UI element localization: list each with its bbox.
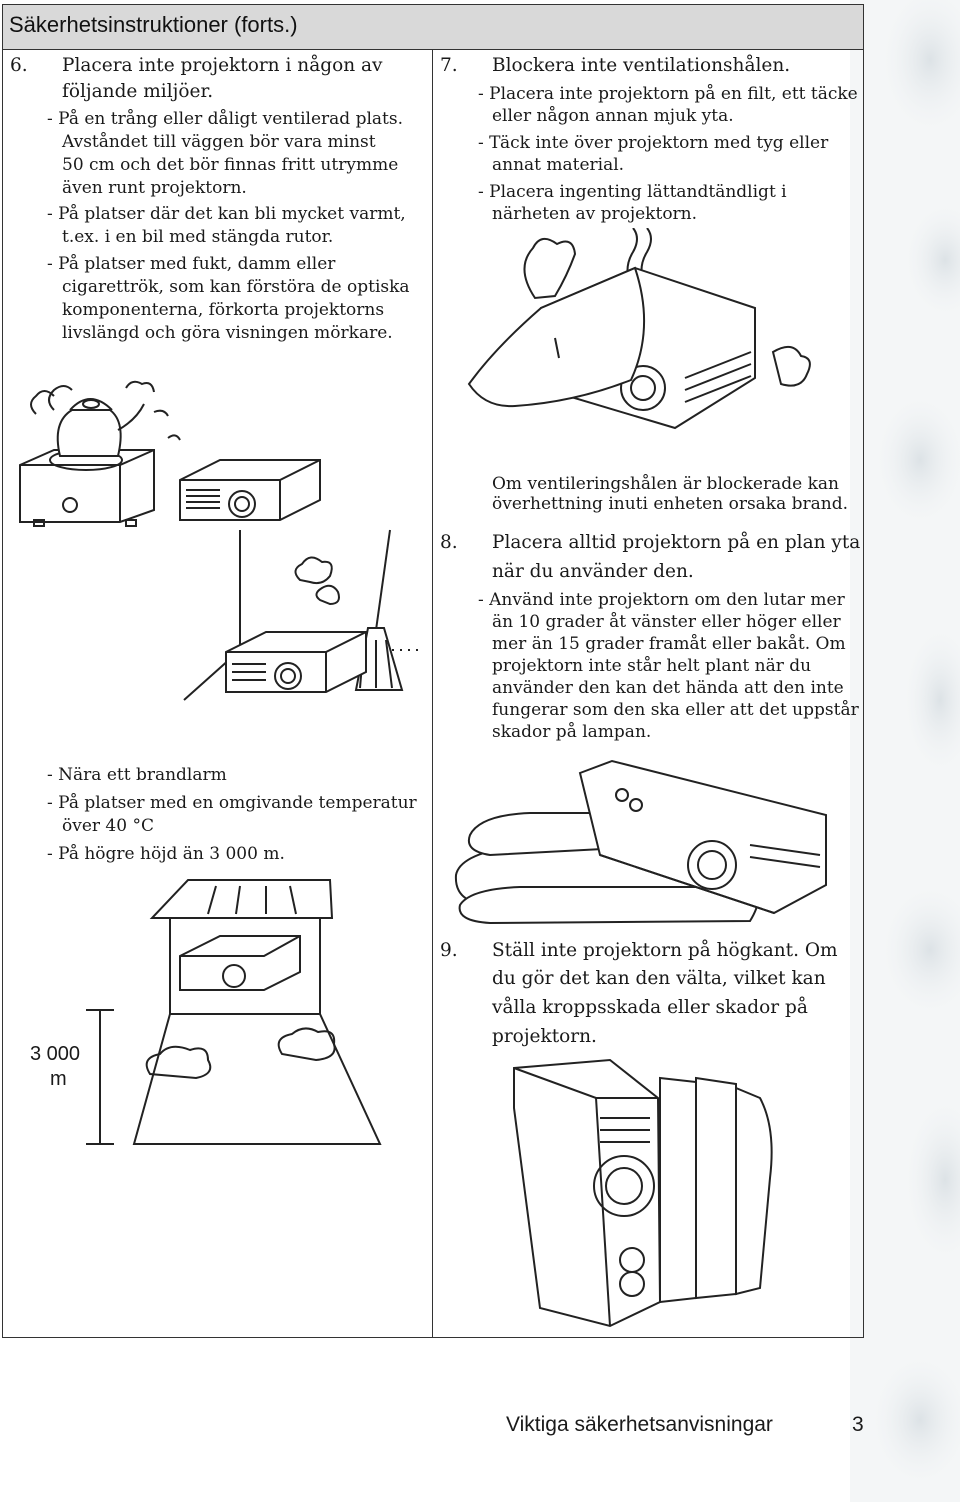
tilted-projector-illustration: [454, 759, 827, 925]
stove-icon: [19, 449, 155, 527]
high-altitude-illustration: [86, 879, 382, 1145]
item-8-bullet-line7: skador på lampan.: [492, 722, 652, 742]
cloud-icon: [145, 1027, 336, 1080]
background-texture: [850, 0, 960, 1502]
vertical-projector-illustration: [513, 1058, 773, 1328]
item-6-bullet6: - På högre höjd än 3 000 m.: [47, 844, 285, 864]
page-number: 3: [852, 1413, 864, 1436]
item-9-line4: projektorn.: [492, 1026, 597, 1047]
kettle-icon: [48, 380, 155, 457]
item-9-number: 9.: [440, 940, 458, 961]
column-divider: [432, 49, 433, 1338]
steam-icon: [30, 390, 181, 441]
hand-icon: [523, 237, 811, 387]
section-title: Säkerhetsinstruktioner (forts.): [9, 12, 298, 37]
item-9-line3: vålla kroppsskada eller skador på: [492, 997, 808, 1018]
item-6-bullet2-line2: t.ex. i en bil med stängda rutor.: [62, 227, 334, 247]
item-6-bullet5-line2: över 40 °C: [62, 816, 154, 836]
item-6-bullet3-line1: - På platser med fukt, damm eller: [47, 254, 336, 274]
item-7-note-line1: Om ventileringshålen är blockerade kan: [492, 474, 839, 494]
roof-icon: [149, 879, 334, 919]
item-6-bullet1-line1: - På en trång eller dåligt ventilerad pl…: [47, 109, 403, 129]
item-6-bullet4: - Nära ett brandlarm: [47, 765, 227, 785]
item-9-line1: Ställ inte projektorn på högkant. Om: [492, 940, 838, 961]
item-8-bullet-line3: mer än 15 grader framåt eller bakåt. Om: [492, 634, 846, 654]
cloth-icon: [467, 266, 646, 408]
item-8-heading-line2: när du använder den.: [492, 561, 694, 582]
item-8-bullet-line6: fungerar som den ska eller att det uppst…: [492, 700, 859, 720]
covered-projector-illustration: [467, 228, 811, 430]
altitude-label-line2: m: [50, 1068, 67, 1090]
projector-icon: [513, 1058, 662, 1328]
altitude-label-line1: 3 000: [30, 1043, 81, 1065]
item-7-bullet2-line2: annat material.: [492, 155, 625, 175]
item-8-bullet-line5: använder den kan det hända att den inte: [492, 678, 844, 698]
item-7-bullet3-line1: - Placera ingenting lättandtändligt i: [478, 182, 787, 202]
item-8-bullet-line1: - Använd inte projektorn om den lutar me…: [478, 590, 845, 610]
item-7-bullet1-line1: - Placera inte projektorn på en filt, et…: [478, 84, 858, 104]
item-8-heading-line1: Placera alltid projektorn på en plan yta: [492, 532, 861, 553]
projector-icon: [225, 631, 367, 693]
item-6-bullet5-line1: - På platser med en omgivande temperatur: [47, 793, 417, 813]
books-icon: [659, 1076, 773, 1304]
projector-icon: [578, 759, 827, 915]
item-6-heading-line2: följande miljöer.: [62, 81, 214, 102]
item-7-heading: Blockera inte ventilationshålen.: [492, 55, 791, 76]
item-6-bullet3-line2: cigarettrök, som kan förstöra de optiska: [62, 277, 410, 297]
item-6-bullet1-line3: 50 cm och det bör finnas fritt utrymme: [62, 155, 399, 175]
item-6-bullet1-line2: Avståndet till väggen bör vara minst: [62, 132, 376, 152]
item-6-number: 6.: [10, 55, 28, 76]
projector-icon: [179, 935, 301, 991]
item-7-bullet2-line1: - Täck inte över projektorn med tyg elle…: [478, 133, 829, 153]
item-6-bullet2-line1: - På platser där det kan bli mycket varm…: [47, 204, 406, 224]
item-9-line2: du gör det kan den välta, vilket kan: [492, 968, 826, 989]
cushion-stack-icon: [454, 812, 759, 925]
item-6-bullet3-line3: komponenterna, förkorta projektorns: [62, 300, 385, 320]
item-7-note-line2: överhettning inuti enheten orsaka brand.: [492, 494, 849, 514]
section-header: Säkerhetsinstruktioner (forts.): [2, 4, 864, 50]
dusty-corner-illustration: [183, 529, 420, 701]
footer-title: Viktiga säkerhetsanvisningar: [506, 1413, 773, 1436]
item-6-bullet1-line4: även runt projektorn.: [62, 178, 247, 198]
item-6-heading-line1: Placera inte projektorn i någon av: [62, 55, 383, 76]
item-8-bullet-line4: projektorn inte står helt plant när du: [492, 656, 812, 676]
altitude-scale-icon: [86, 1009, 114, 1145]
item-8-number: 8.: [440, 532, 458, 553]
item-6-bullet3-line4: livslängd och göra visningen mörkare.: [62, 323, 393, 343]
item-7-bullet3-line2: närheten av projektorn.: [492, 204, 698, 224]
stove-kettle-illustration: [19, 380, 321, 527]
projector-icon: [179, 459, 321, 521]
dust-cloud-icon: [294, 556, 340, 606]
item-7-number: 7.: [440, 55, 458, 76]
item-8-bullet-line2: än 10 grader åt vänster eller höger elle…: [492, 612, 841, 632]
item-7-bullet1-line2: eller någon annan mjuk yta.: [492, 106, 734, 126]
